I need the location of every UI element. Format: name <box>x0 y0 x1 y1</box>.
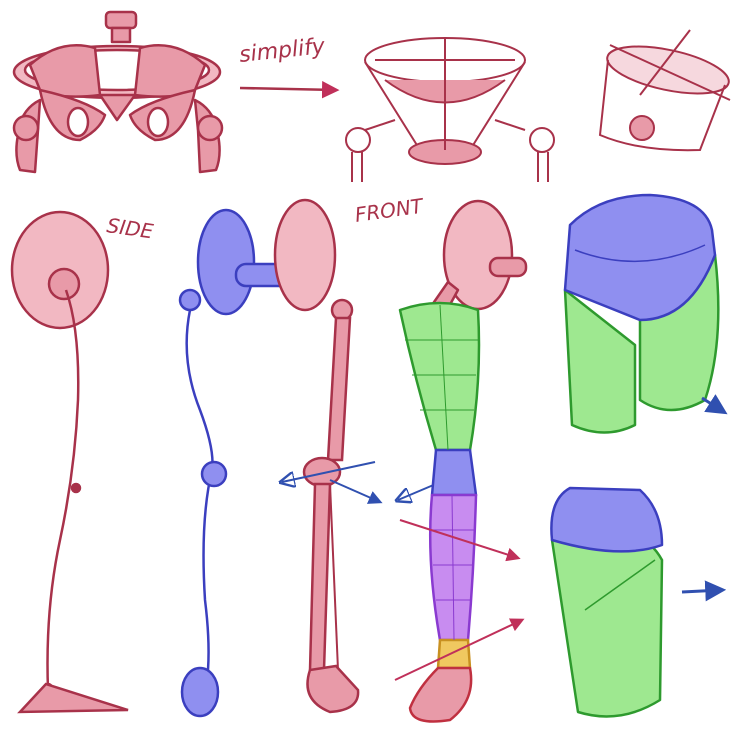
thigh-pair-arrow <box>701 394 728 415</box>
pelvis-simplified-front <box>345 37 555 182</box>
pelvis-anatomical <box>12 10 224 174</box>
front-label: FRONT <box>353 193 426 227</box>
leg-front-colored <box>398 199 528 723</box>
thigh-single-volume <box>550 486 664 718</box>
knee-arrow-left <box>282 461 376 482</box>
leg-side-view-blue <box>178 208 256 718</box>
simplify-label: simplify <box>238 34 327 68</box>
pelvis-simplified-perspective <box>598 29 731 152</box>
thigh-single-arrow <box>681 580 727 602</box>
leg-front-skeletal <box>234 198 360 714</box>
simplify-arrow <box>239 80 340 99</box>
calf-arrow <box>399 519 521 562</box>
ankle-arrow <box>394 618 525 681</box>
knee-arrow-right <box>329 479 383 504</box>
side-label: SIDE <box>105 213 155 243</box>
thigh-pair-volumes <box>563 193 720 434</box>
leg-side-view <box>10 210 129 714</box>
